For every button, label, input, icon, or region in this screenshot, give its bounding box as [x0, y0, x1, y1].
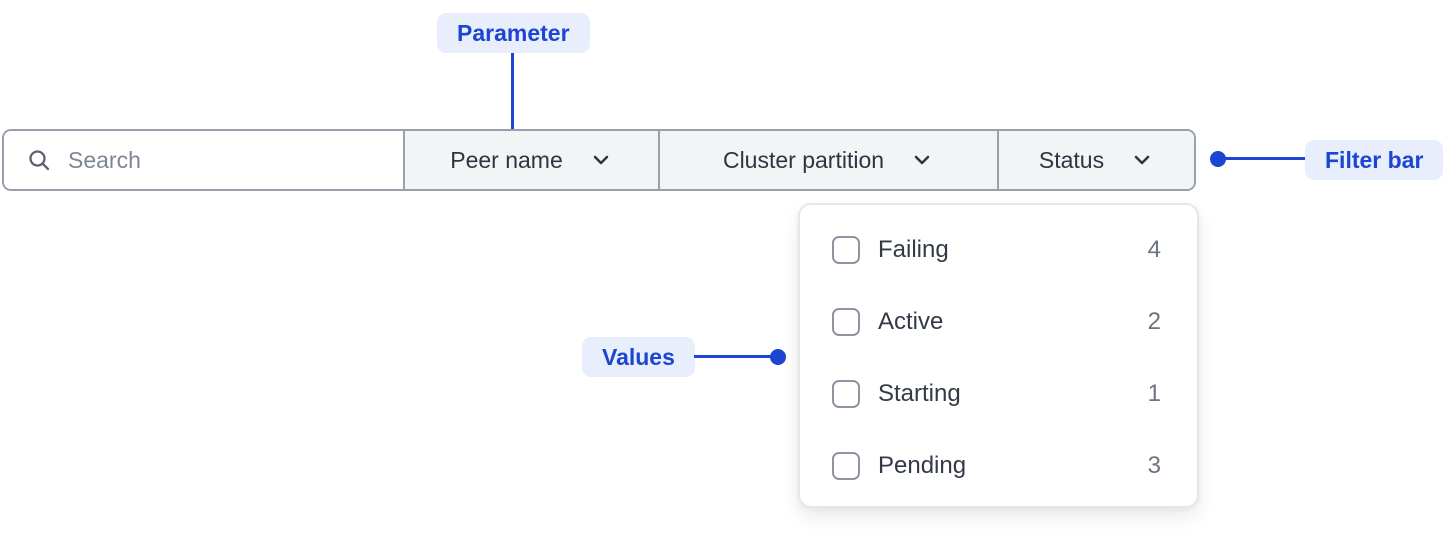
- option-count: 2: [1147, 308, 1161, 335]
- dropdown-status[interactable]: Status: [997, 131, 1194, 189]
- filter-bar-annotation-badge: Filter bar: [1305, 140, 1444, 180]
- filter-bar-connector-line: [1218, 157, 1305, 160]
- status-option-starting[interactable]: Starting 1: [832, 358, 1161, 430]
- option-label: Starting: [878, 380, 961, 407]
- values-connector-dot: [770, 349, 786, 365]
- option-count: 1: [1147, 380, 1161, 407]
- dropdown-cluster-partition[interactable]: Cluster partition: [658, 131, 997, 189]
- status-option-pending[interactable]: Pending 3: [832, 430, 1161, 502]
- parameter-annotation-badge: Parameter: [437, 13, 590, 53]
- checkbox-active[interactable]: [832, 308, 860, 336]
- checkbox-failing[interactable]: [832, 236, 860, 264]
- dropdown-peer-name[interactable]: Peer name: [403, 131, 658, 189]
- search-section[interactable]: [4, 131, 403, 189]
- option-count: 4: [1147, 236, 1161, 263]
- status-option-active[interactable]: Active 2: [832, 286, 1161, 358]
- search-icon: [29, 150, 50, 171]
- values-connector-line: [694, 355, 778, 358]
- search-input[interactable]: [68, 146, 398, 174]
- dropdown-peer-name-label: Peer name: [450, 146, 563, 173]
- option-label: Failing: [878, 236, 949, 263]
- parameter-connector-line: [511, 53, 514, 136]
- option-label: Active: [878, 308, 944, 335]
- dropdown-status-label: Status: [1038, 146, 1105, 173]
- chevron-down-icon: [1134, 155, 1150, 165]
- checkbox-starting[interactable]: [832, 380, 860, 408]
- status-option-failing[interactable]: Failing 4: [832, 214, 1161, 286]
- status-values-panel: Failing 4 Active 2 Starting 1 Pending 3: [798, 203, 1199, 508]
- option-count: 3: [1147, 452, 1161, 479]
- checkbox-pending[interactable]: [832, 452, 860, 480]
- option-label: Pending: [878, 452, 967, 479]
- chevron-down-icon: [914, 155, 930, 165]
- chevron-down-icon: [593, 155, 608, 165]
- values-annotation-badge: Values: [582, 337, 695, 377]
- dropdown-cluster-partition-label: Cluster partition: [722, 146, 885, 173]
- filter-bar: Peer name Cluster partition Status: [2, 129, 1196, 191]
